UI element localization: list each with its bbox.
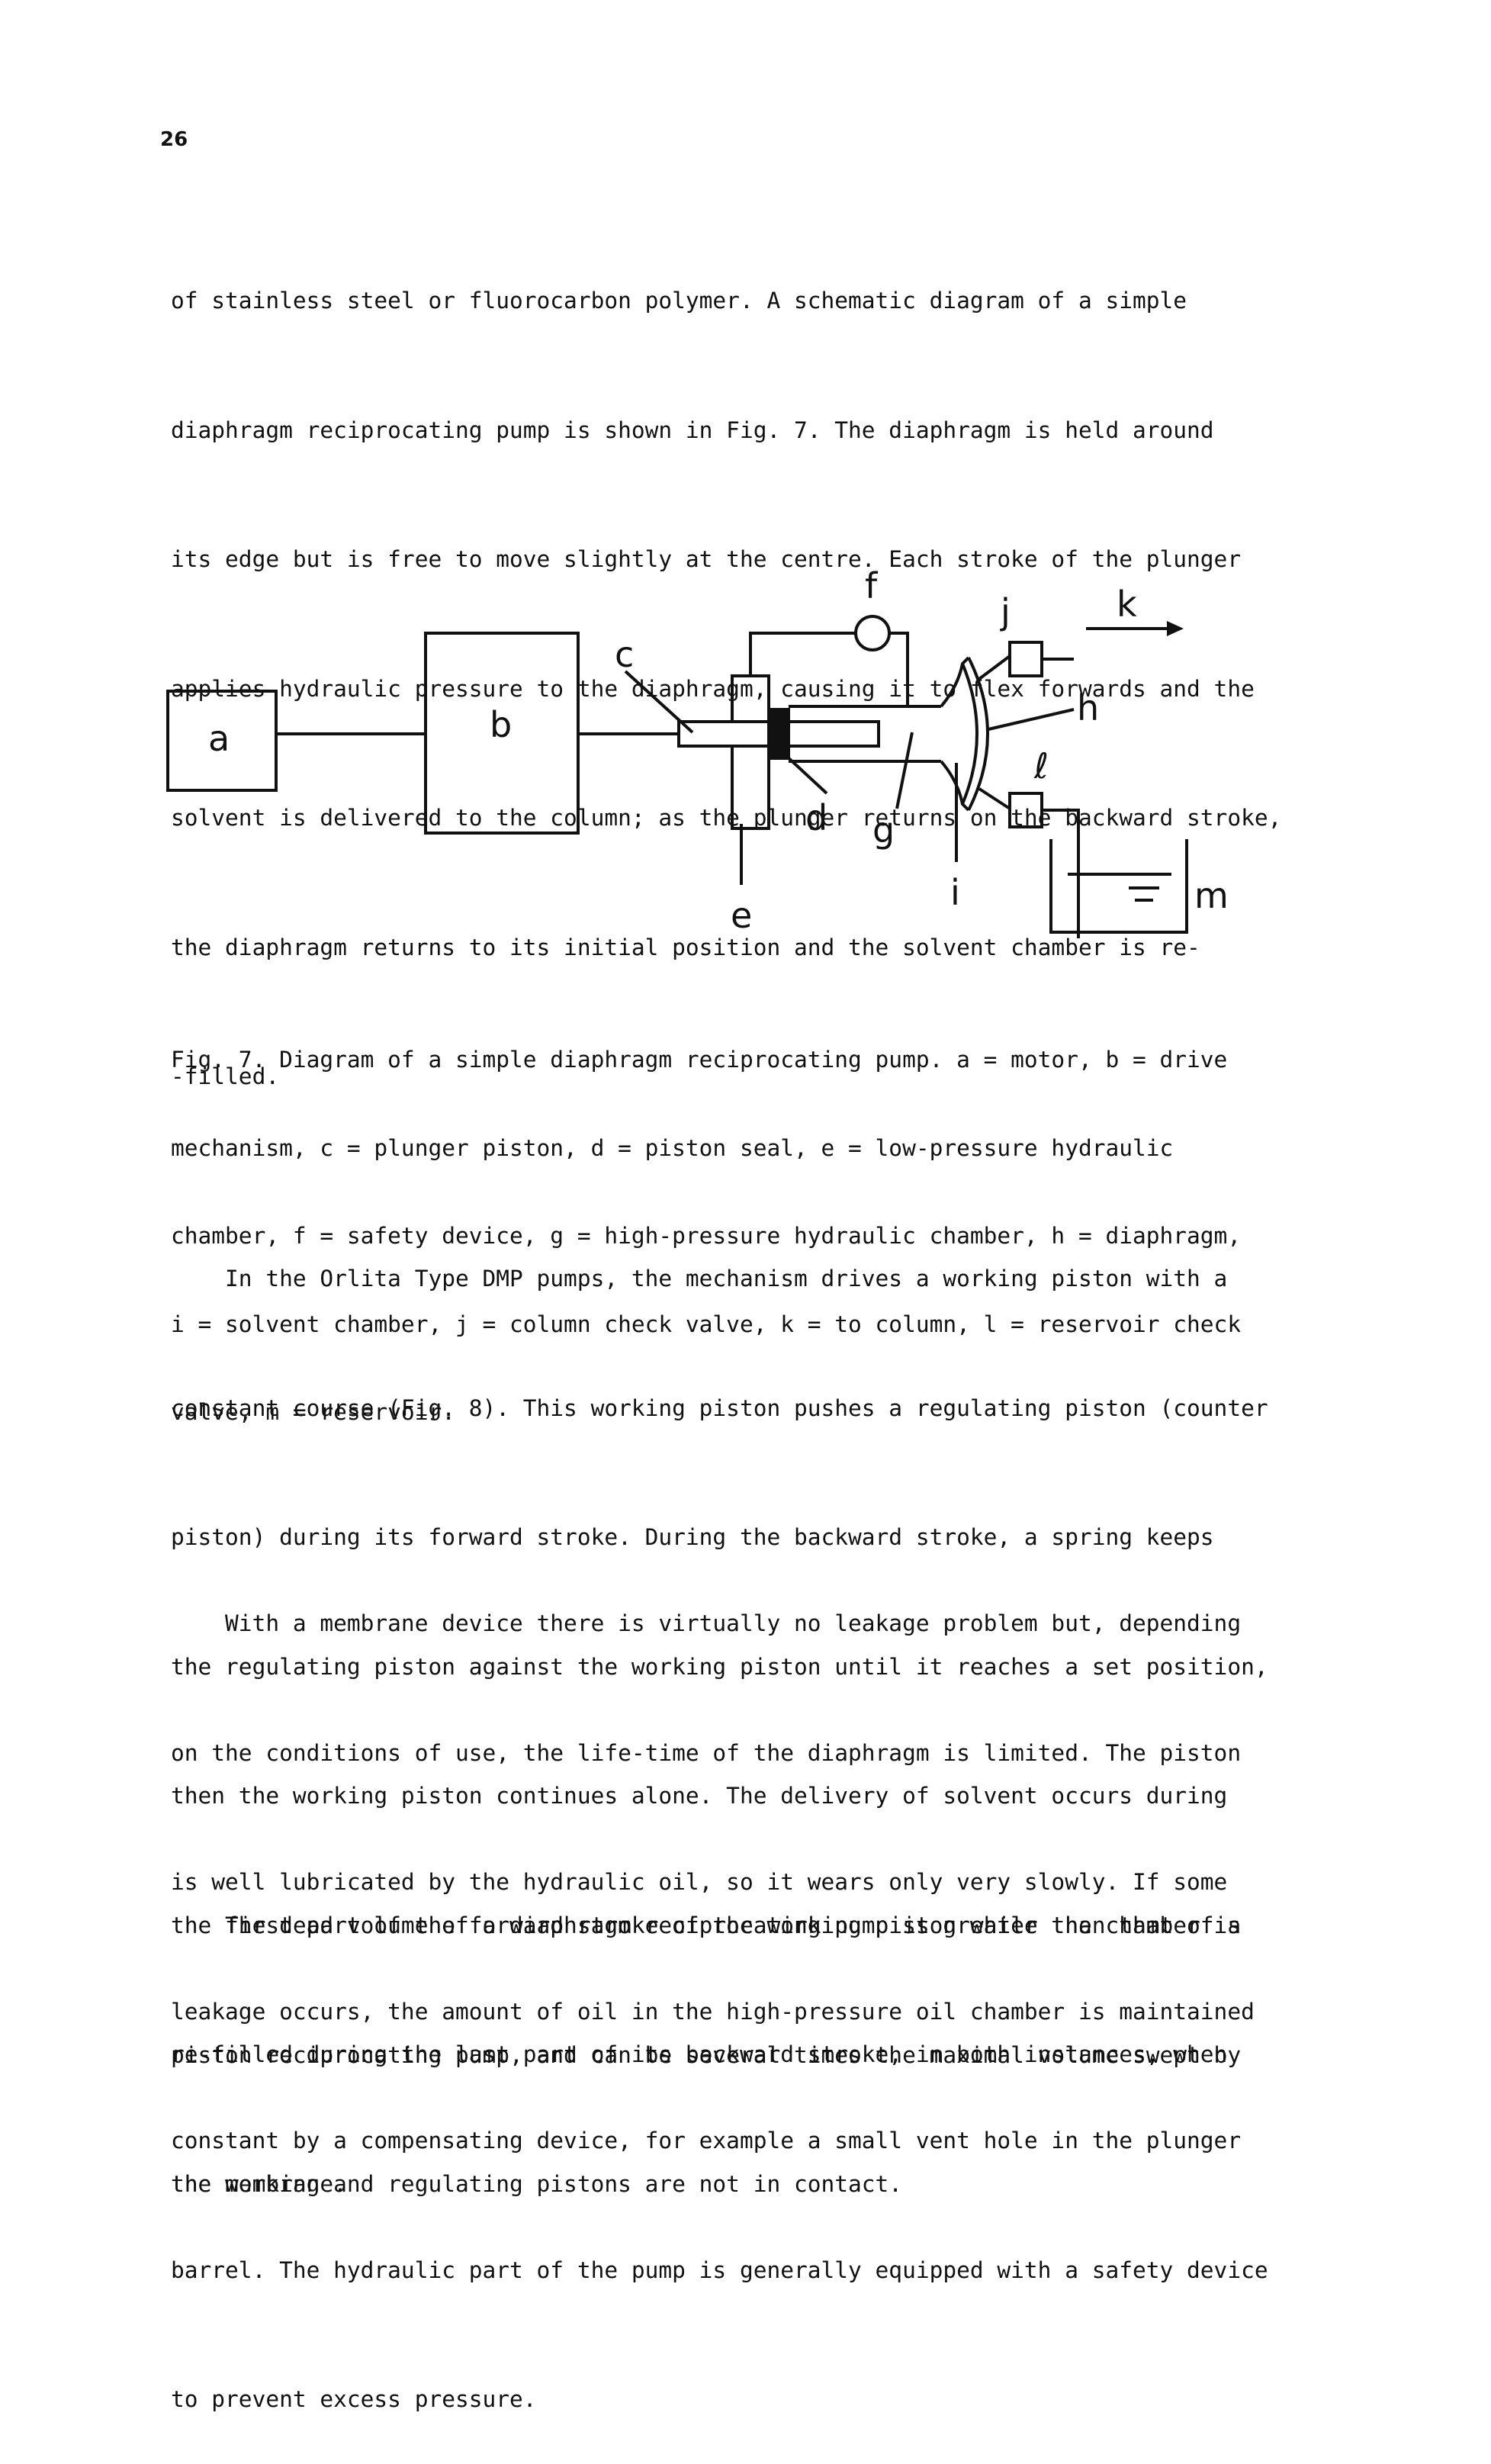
- text-line: applies hydraulic pressure to the diaphr…: [171, 675, 1255, 702]
- safety-line: [749, 632, 856, 676]
- piston-seal: [767, 708, 790, 760]
- text-line: The dead volume of a diaphragm reciproca…: [171, 1912, 1242, 1938]
- text-line: -filled.: [171, 1063, 280, 1089]
- caption-line: i = solvent chamber, j = column check va…: [171, 1311, 1242, 1337]
- diaphragm: [967, 657, 989, 811]
- label-a: a: [208, 718, 230, 759]
- text-line: piston) during its forward stroke. Durin…: [171, 1524, 1214, 1550]
- text-line: of stainless steel or fluorocarbon polym…: [171, 288, 1187, 314]
- text-line: the first part of the forward stroke of …: [171, 1912, 1242, 1938]
- label-d: d: [805, 797, 827, 838]
- text-line: on the conditions of use, the life-time …: [171, 1739, 1242, 1766]
- label-b: b: [490, 704, 512, 745]
- label-c: c: [615, 634, 634, 675]
- text-line: then the working piston continues alone.…: [171, 1783, 1228, 1809]
- caption-line: valve, m = reservoir.: [171, 1399, 455, 1425]
- text-line: the diaphragm returns to its initial pos…: [171, 934, 1200, 960]
- text-line: its edge but is free to move slightly at…: [171, 546, 1242, 572]
- text-line: to prevent excess pressure.: [171, 2386, 537, 2412]
- pump-body-bottom: [731, 745, 770, 830]
- text-line: In the Orlita Type DMP pumps, the mechan…: [171, 1266, 1228, 1292]
- label-h: h: [1077, 687, 1099, 729]
- label-m: m: [1194, 875, 1229, 916]
- caption-line: chamber, f = safety device, g = high-pre…: [171, 1223, 1242, 1249]
- safety-device: [854, 615, 891, 651]
- text-line: solvent is delivered to the column; as t…: [171, 805, 1282, 831]
- label-k: k: [1117, 584, 1137, 625]
- paragraph-dead-volume: The dead volume of a diaphragm reciproca…: [171, 1818, 1345, 2249]
- text-line: leakage occurs, the amount of oil in the…: [171, 1998, 1255, 2025]
- caption-line: mechanism, c = plunger piston, d = pisto…: [171, 1134, 1174, 1161]
- column-check-valve: [1008, 641, 1043, 677]
- label-j: j: [1000, 591, 1011, 632]
- page-number: 26: [160, 128, 188, 151]
- reservoir-check-valve: [1008, 792, 1043, 828]
- text-line: constant by a compensating device, for e…: [171, 2128, 1242, 2154]
- label-l: ℓ: [1033, 745, 1049, 786]
- text-line: the membrane.: [171, 2171, 347, 2197]
- text-line: constant course (Fig. 8). This working p…: [171, 1394, 1268, 1421]
- label-e: e: [731, 895, 752, 936]
- label-i: i: [950, 872, 960, 913]
- intro-paragraph: of stainless steel or fluorocarbon polym…: [171, 193, 1345, 1141]
- text-line: the regulating piston against the workin…: [171, 1653, 1268, 1680]
- text-line: re-filled during the last part of its ba…: [171, 2041, 1228, 2067]
- text-line: diaphragm reciprocating pump is shown in…: [171, 417, 1214, 443]
- pump-diagram: a b c d e f g h i j k ℓ m: [166, 565, 1229, 938]
- motor-box: [166, 690, 278, 792]
- text-line: With a membrane device there is virtuall…: [171, 1610, 1242, 1636]
- text-line: barrel. The hydraulic part of the pump i…: [171, 2257, 1268, 2283]
- reservoir: [1049, 839, 1188, 934]
- to-column-arrow: [1167, 621, 1184, 636]
- figure-caption: Fig. 7. Diagram of a simple diaphragm re…: [171, 986, 1345, 1456]
- label-f: f: [865, 565, 879, 606]
- label-g: g: [872, 809, 895, 851]
- text-line: is well lubricated by the hydraulic oil,…: [171, 1869, 1228, 1895]
- text-line: piston reciprocating pump, and can be se…: [171, 2041, 1242, 2068]
- caption-line: Fig. 7. Diagram of a simple diaphragm re…: [171, 1047, 1228, 1073]
- pump-body-top: [731, 674, 770, 723]
